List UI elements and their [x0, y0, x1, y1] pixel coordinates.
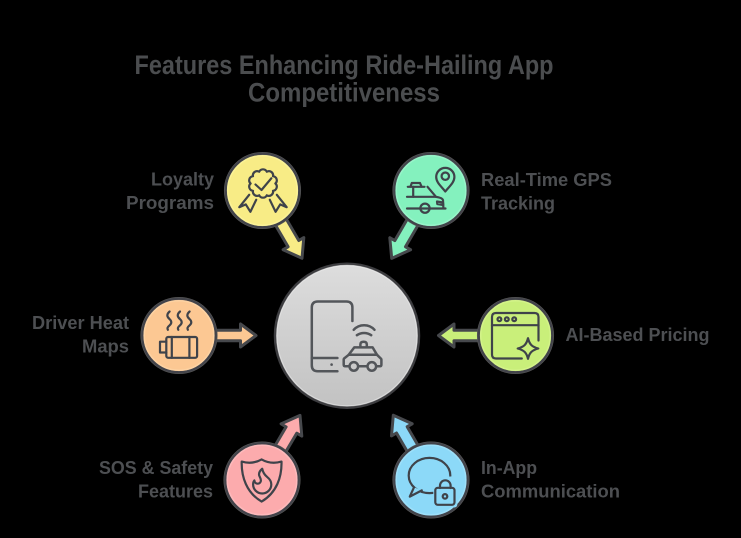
svg-text:Features Enhancing Ride-Hailin: Features Enhancing Ride-Hailing App	[135, 50, 554, 80]
svg-text:Communication: Communication	[481, 482, 620, 502]
svg-text:SOS & Safety: SOS & Safety	[99, 458, 213, 478]
svg-text:Competitiveness: Competitiveness	[248, 78, 440, 108]
svg-text:Tracking: Tracking	[481, 194, 555, 214]
svg-text:Programs: Programs	[126, 193, 214, 213]
svg-text:In-App: In-App	[481, 458, 537, 478]
svg-text:AI-Based Pricing: AI-Based Pricing	[566, 325, 710, 345]
svg-text:Driver Heat: Driver Heat	[32, 313, 129, 333]
svg-text:Real-Time GPS: Real-Time GPS	[481, 170, 612, 190]
svg-text:Features: Features	[138, 482, 213, 502]
svg-text:Loyalty: Loyalty	[151, 170, 214, 190]
svg-text:Maps: Maps	[82, 337, 129, 357]
